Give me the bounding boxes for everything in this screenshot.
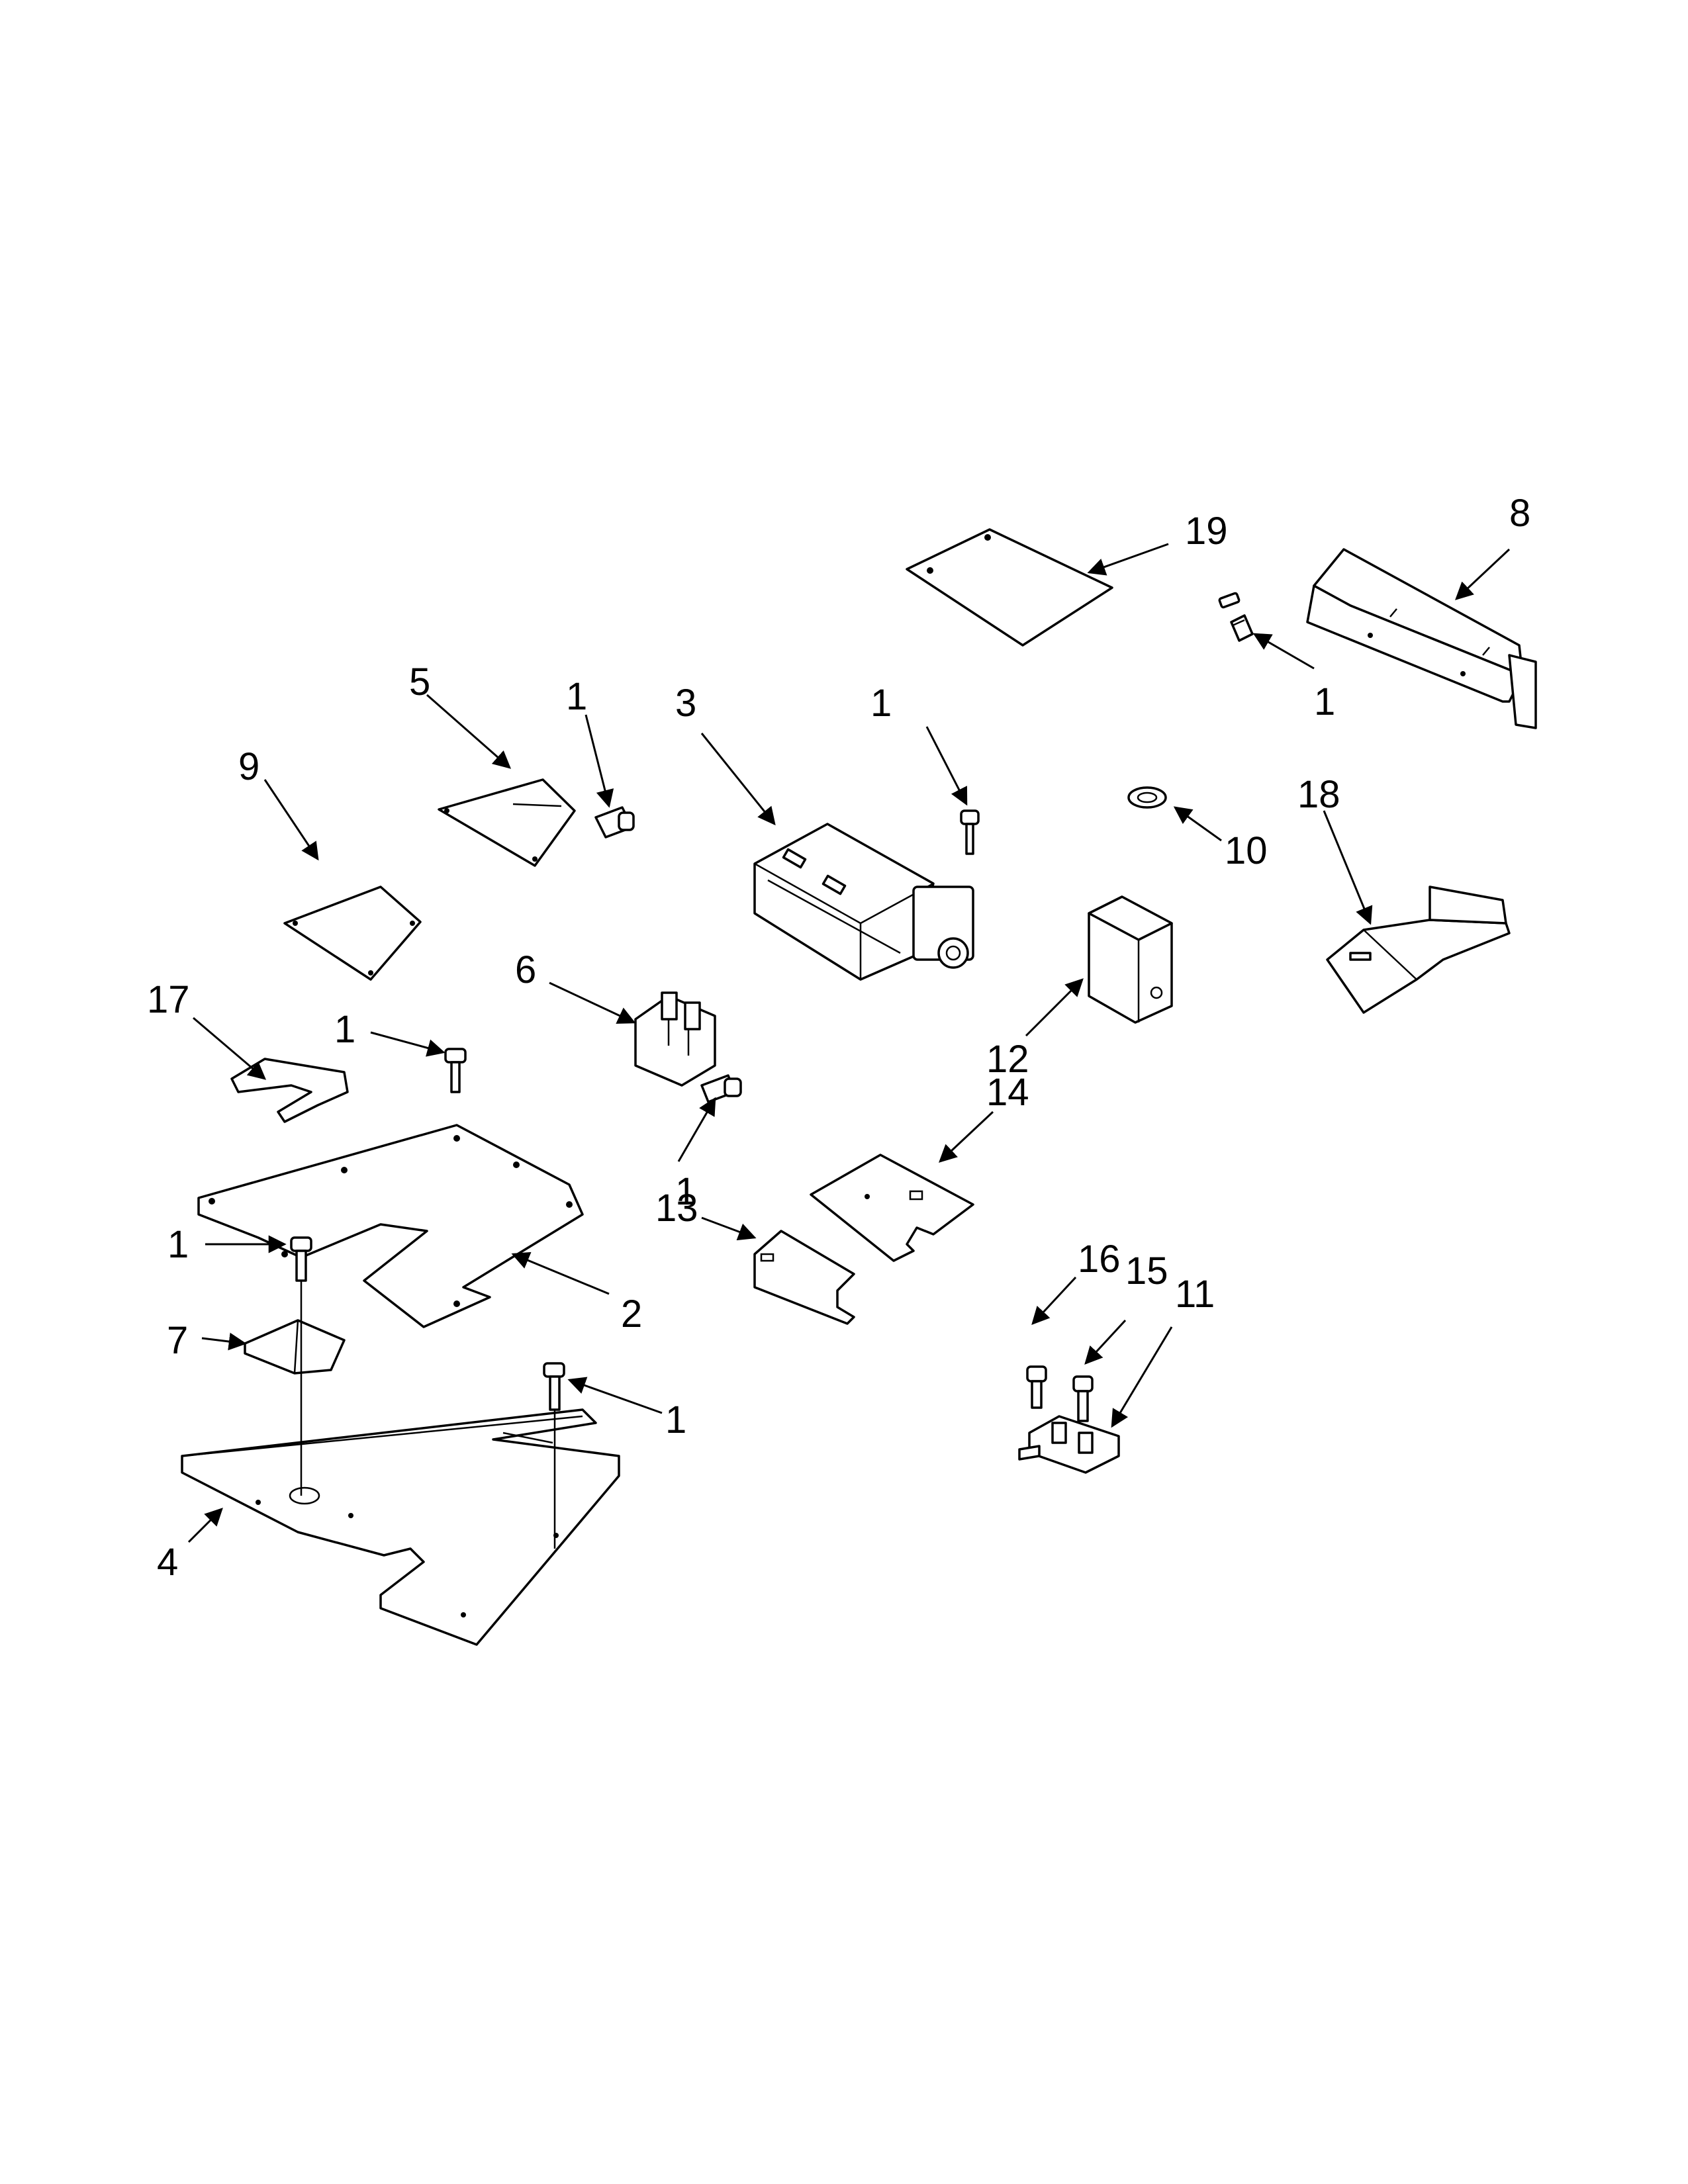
callout-14: 14	[986, 1071, 1029, 1114]
callout-15: 15	[1125, 1250, 1168, 1293]
part-8-bracket	[1306, 548, 1537, 729]
callout-labels: 19 8 1 5 1 3 1 9 10 18 6 17 1 12 14 1 13…	[147, 492, 1530, 1584]
callout-16: 16	[1078, 1238, 1121, 1281]
part-3-valve-assembly	[753, 823, 974, 981]
callout-18: 18	[1297, 773, 1340, 816]
part-5-plate	[438, 778, 576, 867]
callout-5: 5	[409, 660, 430, 704]
screw-1-at-5	[594, 806, 635, 839]
callout-8: 8	[1509, 492, 1530, 535]
callout-17: 17	[147, 978, 190, 1021]
callout-1: 1	[167, 1223, 189, 1266]
callout-12: 12	[986, 1038, 1029, 1081]
callout-6: 6	[515, 948, 536, 991]
callout-1: 1	[870, 682, 892, 725]
screw-15	[1072, 1375, 1094, 1422]
callout-2: 2	[621, 1293, 642, 1336]
screw-1-at-7	[290, 1236, 312, 1282]
callout-3: 3	[675, 682, 696, 725]
callout-9: 9	[238, 745, 259, 788]
part-7-bracket	[244, 1319, 346, 1375]
callout-1: 1	[665, 1398, 686, 1441]
callout-1: 1	[675, 1170, 696, 1213]
part-13-shield	[753, 1230, 855, 1325]
callout-10: 10	[1225, 829, 1268, 872]
screw-1-at-4	[543, 1362, 565, 1411]
part-4-base-pan	[181, 1408, 620, 1646]
callout-7: 7	[167, 1319, 188, 1362]
part-17-spacer	[230, 1058, 349, 1123]
callout-13: 13	[655, 1187, 698, 1230]
callout-11: 11	[1175, 1273, 1215, 1316]
screw-16	[1026, 1365, 1047, 1409]
part-10-washer	[1127, 786, 1167, 809]
part-18-tray	[1326, 886, 1511, 1014]
screw-1-at-2	[444, 1048, 467, 1093]
screw-1-at-3	[960, 809, 980, 855]
part-14-plate	[810, 1154, 974, 1262]
part-2-large-plate	[197, 1124, 584, 1328]
callout-1: 1	[566, 675, 587, 718]
leader-lines	[187, 543, 1511, 1543]
callout-1: 1	[1314, 680, 1335, 723]
callout-4: 4	[157, 1541, 178, 1584]
callout-1: 1	[334, 1008, 355, 1051]
part-9-plate	[283, 886, 422, 981]
callout-19: 19	[1185, 510, 1228, 553]
part-12-box	[1088, 895, 1173, 1024]
part-11-terminal-block	[1018, 1415, 1120, 1474]
part-6-transformer	[634, 991, 716, 1087]
part-19-panel	[906, 528, 1113, 647]
screw-1-at-6	[700, 1074, 742, 1103]
screw-1-at-8	[1218, 592, 1254, 642]
